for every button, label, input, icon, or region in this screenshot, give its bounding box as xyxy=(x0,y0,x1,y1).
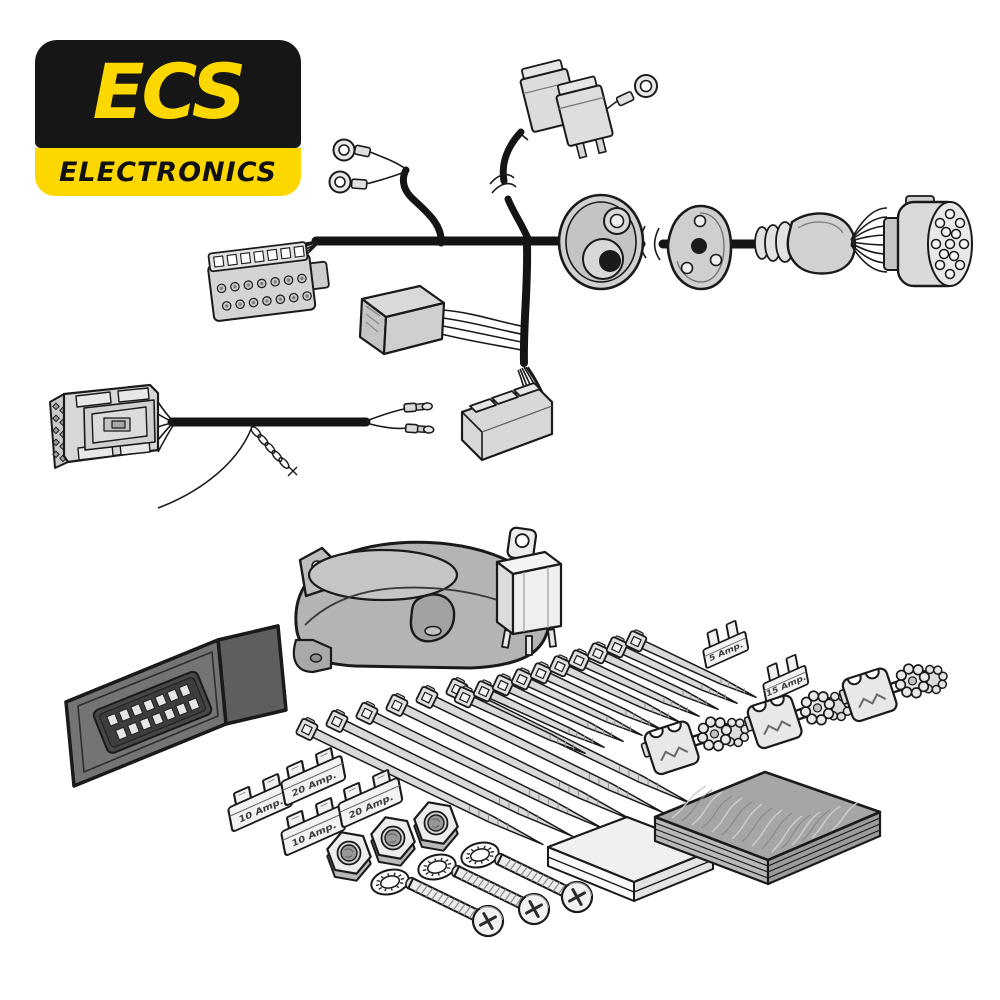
single-wire xyxy=(157,426,253,509)
hex-nut-icon xyxy=(413,801,459,852)
mini-fuse-5amp: 5 Amp. xyxy=(699,616,750,670)
three-way-connector xyxy=(460,366,554,462)
phillips-screw-icon xyxy=(398,866,510,943)
ecu-module xyxy=(64,624,288,788)
lock-washer-icon xyxy=(457,837,503,873)
hex-nut-icon xyxy=(370,816,416,867)
down-branch xyxy=(519,241,532,367)
hex-nut-icon xyxy=(326,831,372,882)
ring-terminals xyxy=(328,138,407,194)
trailer-connector-13pin xyxy=(883,195,973,288)
grommet xyxy=(557,193,645,291)
ecs-logo-brand: ECS xyxy=(92,47,247,136)
abrasive-pads xyxy=(653,770,882,886)
twisted-wire xyxy=(250,426,298,477)
wire-break-mark xyxy=(489,173,517,194)
buzzer-module xyxy=(358,284,522,356)
ecs-logo-subtitle: ELECTRONICS xyxy=(58,156,277,188)
bullet-terminals xyxy=(403,402,435,434)
lock-washer-icon xyxy=(414,849,460,885)
quadlock-connector xyxy=(49,383,160,469)
lock-washer-icon xyxy=(367,864,413,900)
ecu-connector-socket xyxy=(92,670,213,754)
mounting-plate xyxy=(666,204,733,291)
vehicle-connector-14pin xyxy=(207,240,330,322)
boot-gaiter xyxy=(786,212,857,275)
housing-window xyxy=(409,593,456,643)
fuse-holder-branch xyxy=(499,128,533,245)
ecs-logo-yellow-band: ELECTRONICS xyxy=(35,148,301,196)
ecs-logo-black-panel: ECS xyxy=(35,40,301,148)
blade-fuse-20amp: 20 Amp. xyxy=(277,743,347,807)
rubber-boot xyxy=(754,212,857,275)
blade-fuse-10amp: 10 Amp. xyxy=(224,769,294,833)
socket-housing xyxy=(292,540,551,674)
extension-harness xyxy=(49,383,435,509)
main-harness xyxy=(207,59,973,462)
ecs-logo: ECS ELECTRONICS xyxy=(35,40,301,196)
ring-terminal-branch xyxy=(399,166,445,247)
fuse-holders xyxy=(519,59,658,159)
wire-fan xyxy=(850,207,888,273)
relay xyxy=(495,526,563,656)
scotchlok-icon xyxy=(835,648,954,726)
